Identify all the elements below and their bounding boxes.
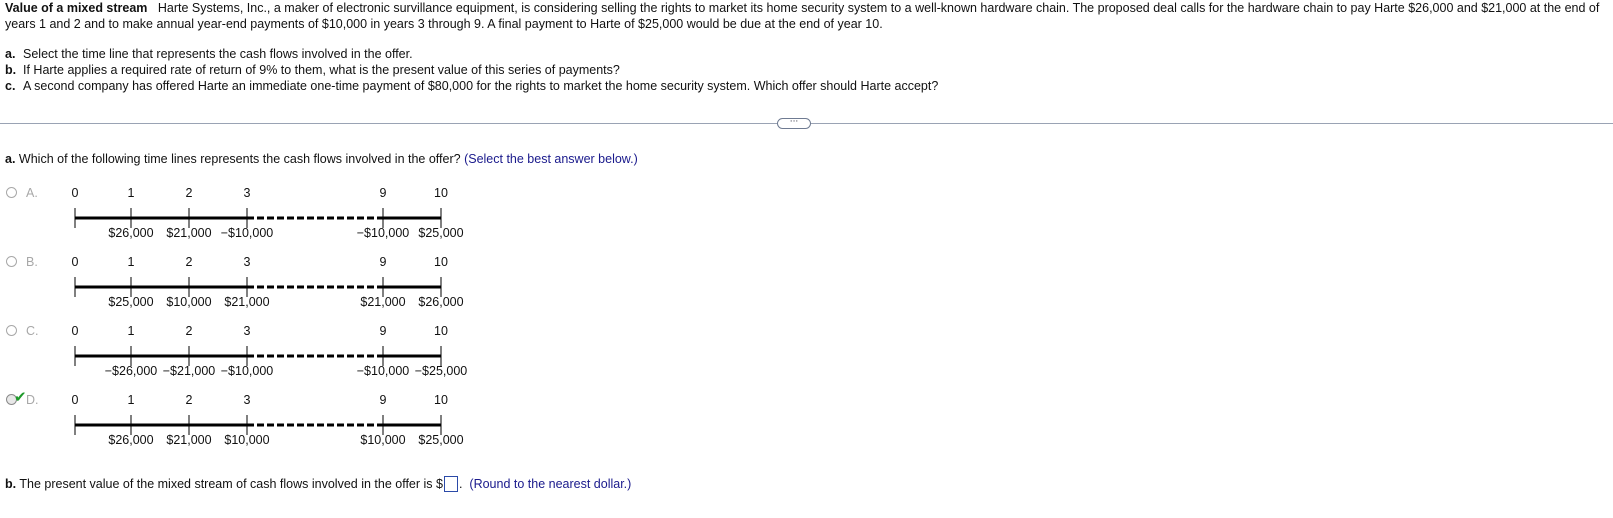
year-label: 10	[434, 186, 448, 200]
year-label: 1	[128, 255, 135, 269]
cash-flow-label: −$10,000	[221, 226, 274, 240]
cash-flow-label: $21,000	[224, 295, 269, 309]
year-label: 0	[72, 255, 79, 269]
option-d[interactable]: ✔D. 0 1 2 3 9 10 $26,000 $21,000 $10,000 $10,000 $2…	[0, 388, 520, 463]
option-b[interactable]: B. 0 1 2 3 9 10 $25,000 $10,000 $21,000 $21,000 $26…	[0, 255, 520, 325]
cash-flow-label: $21,000	[360, 295, 405, 309]
question-a-text: Which of the following time lines repres…	[18, 152, 461, 166]
part-a-instruction: a.Select the time line that represents t…	[5, 47, 413, 61]
expand-more-button[interactable]: ···	[777, 118, 811, 129]
year-label: 9	[380, 393, 387, 407]
year-label: 10	[434, 255, 448, 269]
question-b-text: The present value of the mixed stream of…	[19, 477, 443, 491]
cash-flow-label: −$10,000	[357, 364, 410, 378]
cash-flow-label: $21,000	[166, 226, 211, 240]
year-label: 1	[128, 324, 135, 338]
year-label: 10	[434, 324, 448, 338]
year-label: 1	[128, 186, 135, 200]
cash-flow-label: −$10,000	[221, 364, 274, 378]
part-c-instruction: c.A second company has offered Harte an …	[5, 79, 939, 93]
cash-flow-label: −$25,000	[415, 364, 468, 378]
year-label: 9	[380, 255, 387, 269]
problem-title: Value of a mixed stream	[5, 1, 148, 15]
year-label: 3	[244, 393, 251, 407]
option-letter: C.	[26, 324, 39, 338]
cash-flow-label: −$21,000	[163, 364, 216, 378]
present-value-input[interactable]	[443, 476, 458, 492]
cash-flow-label: $25,000	[418, 433, 463, 447]
cash-flow-label: $25,000	[418, 226, 463, 240]
year-label: 0	[72, 393, 79, 407]
radio-button[interactable]	[6, 187, 17, 198]
year-label: 2	[186, 255, 193, 269]
year-label: 2	[186, 324, 193, 338]
problem-statement: Value of a mixed stream Harte Systems, I…	[5, 1, 1605, 32]
year-label: 1	[128, 393, 135, 407]
question-b: b. The present value of the mixed stream…	[5, 476, 632, 492]
cash-flow-label: −$26,000	[105, 364, 158, 378]
option-letter: D.	[26, 393, 39, 407]
year-label: 2	[186, 393, 193, 407]
timeline: 0 1 2 3 9 10 $26,000 $21,000 $10,000 $10,000 $25,0…	[72, 393, 464, 447]
cash-flow-label: $26,000	[418, 295, 463, 309]
question-b-hint: (Round to the nearest dollar.)	[469, 477, 632, 491]
year-label: 2	[186, 186, 193, 200]
timeline: 0 1 2 3 9 10 $26,000 $21,000 −$10,000 −$10,000 $25…	[72, 186, 464, 240]
question-a: a. Which of the following time lines rep…	[5, 152, 638, 166]
cash-flow-label: $26,000	[108, 226, 153, 240]
question-a-hint: (Select the best answer below.)	[464, 152, 638, 166]
radio-button[interactable]	[6, 256, 17, 267]
option-a[interactable]: A. 0 1 2 3 9 10 $26,000 $21,000 −$10,000 −$10,000 $…	[0, 186, 520, 256]
year-label: 0	[72, 324, 79, 338]
cash-flow-label: $10,000	[224, 433, 269, 447]
year-label: 3	[244, 324, 251, 338]
timeline: 0 1 2 3 9 10 $25,000 $10,000 $21,000 $21,000 $26,0…	[72, 255, 464, 309]
cash-flow-label: $26,000	[108, 433, 153, 447]
correct-check-icon: ✔	[14, 388, 27, 406]
cash-flow-label: $10,000	[166, 295, 211, 309]
option-letter: B.	[26, 255, 38, 269]
cash-flow-label: −$10,000	[357, 226, 410, 240]
year-label: 3	[244, 255, 251, 269]
option-letter: A.	[26, 186, 38, 200]
problem-body: Harte Systems, Inc., a maker of electron…	[5, 1, 1600, 31]
year-label: 9	[380, 324, 387, 338]
year-label: 3	[244, 186, 251, 200]
option-c[interactable]: C. 0 1 2 3 9 10 −$26,000 −$21,000 −$10,000 −$10,00…	[0, 324, 520, 394]
part-b-instruction: b.If Harte applies a required rate of re…	[5, 63, 620, 77]
year-label: 10	[434, 393, 448, 407]
year-label: 9	[380, 186, 387, 200]
cash-flow-label: $25,000	[108, 295, 153, 309]
problem-parts-list: a.Select the time line that represents t…	[5, 46, 938, 94]
radio-button[interactable]	[6, 394, 17, 405]
radio-button[interactable]	[6, 325, 17, 336]
cash-flow-label: $10,000	[360, 433, 405, 447]
cash-flow-label: $21,000	[166, 433, 211, 447]
year-label: 0	[72, 186, 79, 200]
